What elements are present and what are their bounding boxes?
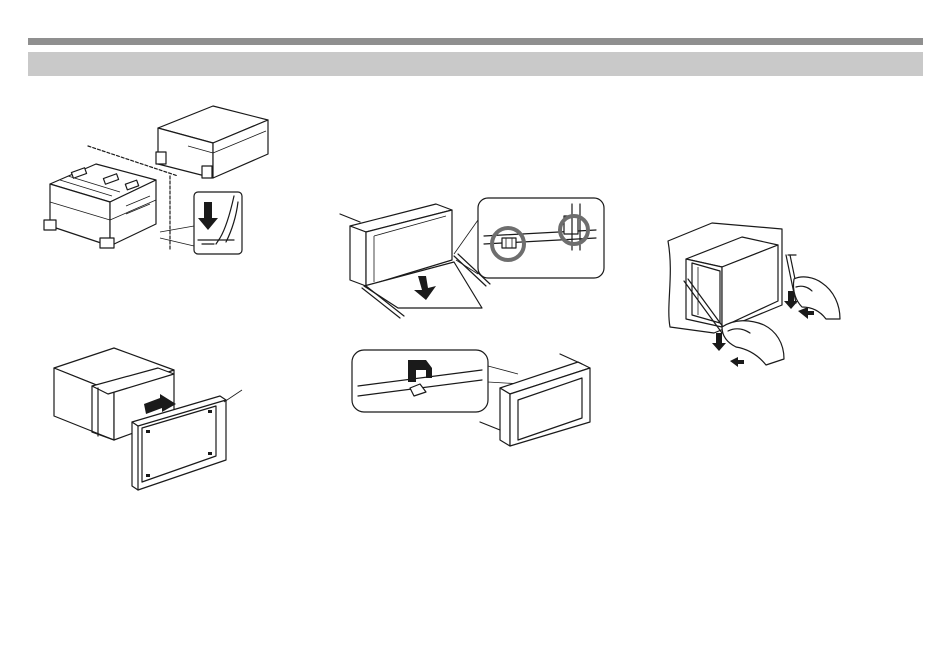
escutcheon-detach-illustration [350,348,595,453]
section-heading-bar [28,52,923,76]
removal-keys-illustration [662,215,847,375]
header-rule [28,38,923,45]
faceplate-removal-illustration [336,190,611,320]
escutcheon-attach-illustration [48,340,248,500]
mounting-sleeve-bend-tabs-illustration [38,98,278,268]
